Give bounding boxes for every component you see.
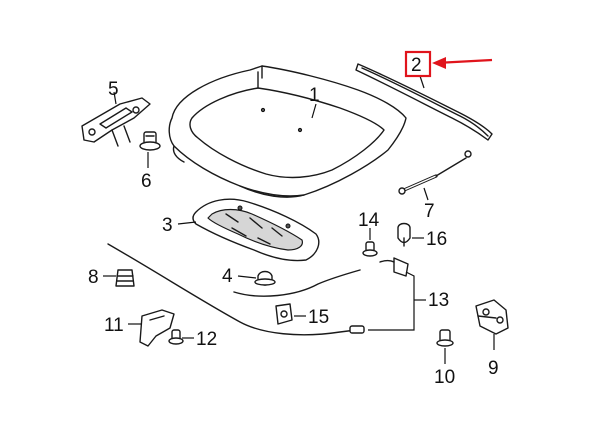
callout-7-leader [423, 187, 429, 201]
callout-5-leader [113, 91, 117, 105]
hood-hinge[interactable] [81, 97, 151, 147]
callout-13-bracket [368, 271, 415, 331]
hood-latch[interactable] [475, 299, 509, 335]
callout-4-leader [237, 275, 257, 279]
callout-10: 10 [434, 367, 455, 388]
prop-clip[interactable] [397, 222, 411, 247]
release-cable[interactable] [107, 243, 409, 336]
hinge-bolt[interactable] [139, 131, 161, 151]
latch-bolt[interactable] [436, 329, 454, 347]
handle-bolt[interactable] [168, 329, 184, 345]
cable-retainer[interactable] [275, 303, 293, 325]
callout-3: 3 [162, 215, 173, 236]
callout-3-leader [177, 221, 197, 225]
callout-5: 5 [108, 79, 119, 100]
hood-panel[interactable] [168, 65, 407, 198]
clip[interactable] [254, 270, 276, 286]
callout-1-leader [311, 103, 317, 119]
callout-15: 15 [308, 307, 329, 328]
callout-4: 4 [222, 266, 233, 287]
callout-2-leader [419, 75, 425, 89]
callout-1: 1 [309, 85, 320, 106]
callout-7: 7 [424, 201, 435, 222]
hood-insulator[interactable] [192, 198, 320, 262]
callout-13: 13 [428, 290, 449, 311]
bumper-stop[interactable] [115, 269, 135, 287]
callout-8: 8 [88, 267, 99, 288]
callout-11: 11 [104, 315, 124, 336]
release-handle[interactable] [139, 309, 175, 347]
hood-seal[interactable] [355, 63, 493, 141]
callout-2-highlight-box [404, 50, 432, 78]
callout-16: 16 [426, 229, 447, 250]
highlight-arrow-icon [432, 57, 493, 69]
hood-lift-support[interactable] [398, 150, 472, 195]
cable-bolt[interactable] [362, 241, 378, 257]
callout-9: 9 [488, 358, 499, 379]
callout-14: 14 [358, 210, 380, 231]
callout-6: 6 [141, 171, 152, 192]
callout-2: 2 [411, 55, 422, 76]
callout-12: 12 [196, 329, 217, 350]
